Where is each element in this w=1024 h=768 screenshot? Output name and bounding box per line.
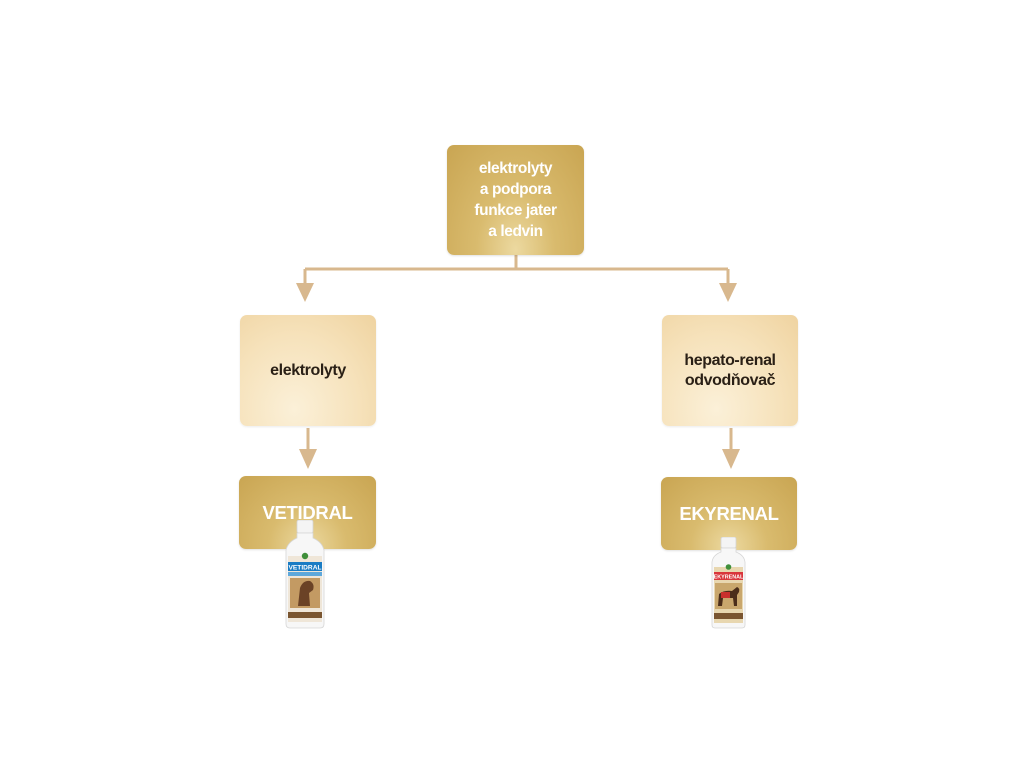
bottle-subband bbox=[288, 572, 322, 576]
bottle-cap bbox=[720, 537, 737, 549]
root-line-1: elektrolyty bbox=[478, 160, 553, 177]
category-label: elektrolyty bbox=[270, 361, 346, 379]
brand-leaf-icon bbox=[301, 552, 309, 560]
arrow-head-right-lower bbox=[722, 449, 740, 469]
bottle-label-text: VETIDRAL bbox=[289, 565, 322, 572]
product-name: EKYRENAL bbox=[679, 502, 779, 524]
bottle-title-band bbox=[714, 572, 743, 580]
category-line-2: odvodňovač bbox=[684, 371, 776, 389]
category-node-elektrolyty: elektrolyty bbox=[240, 315, 376, 426]
root-node-text: elektrolyty a podpora funkce jater a led… bbox=[474, 158, 557, 242]
bottle-title-band bbox=[288, 562, 322, 571]
horse-head-icon bbox=[298, 580, 314, 606]
horse-blanket bbox=[721, 592, 730, 598]
category-label: hepato-renal odvodňovač bbox=[684, 351, 776, 391]
vetidral-bottle-image: VETIDRAL bbox=[285, 520, 325, 629]
category-line-1: hepato-renal bbox=[684, 351, 776, 369]
brand-leaf-icon bbox=[725, 564, 732, 570]
root-line-2: a podpora bbox=[479, 181, 552, 198]
root-node: elektrolyty a podpora funkce jater a led… bbox=[447, 145, 584, 255]
arrow-head-left-lower bbox=[299, 449, 317, 469]
bottle-footer-band bbox=[714, 613, 743, 619]
ekyrenal-bottle-image: EKYRENAL bbox=[711, 537, 746, 629]
bottle-footer-band bbox=[288, 612, 322, 618]
arrow-head-left bbox=[296, 283, 314, 302]
root-line-4: a ledvin bbox=[488, 223, 543, 240]
product-name: VETIDRAL bbox=[262, 501, 353, 523]
arrow-head-right bbox=[719, 283, 737, 302]
bottle-label-text: EKYRENAL bbox=[714, 575, 744, 581]
root-line-3: funkce jater bbox=[474, 202, 557, 219]
bottle-cap bbox=[296, 520, 314, 534]
category-node-hepato-renal: hepato-renal odvodňovač bbox=[662, 315, 798, 426]
